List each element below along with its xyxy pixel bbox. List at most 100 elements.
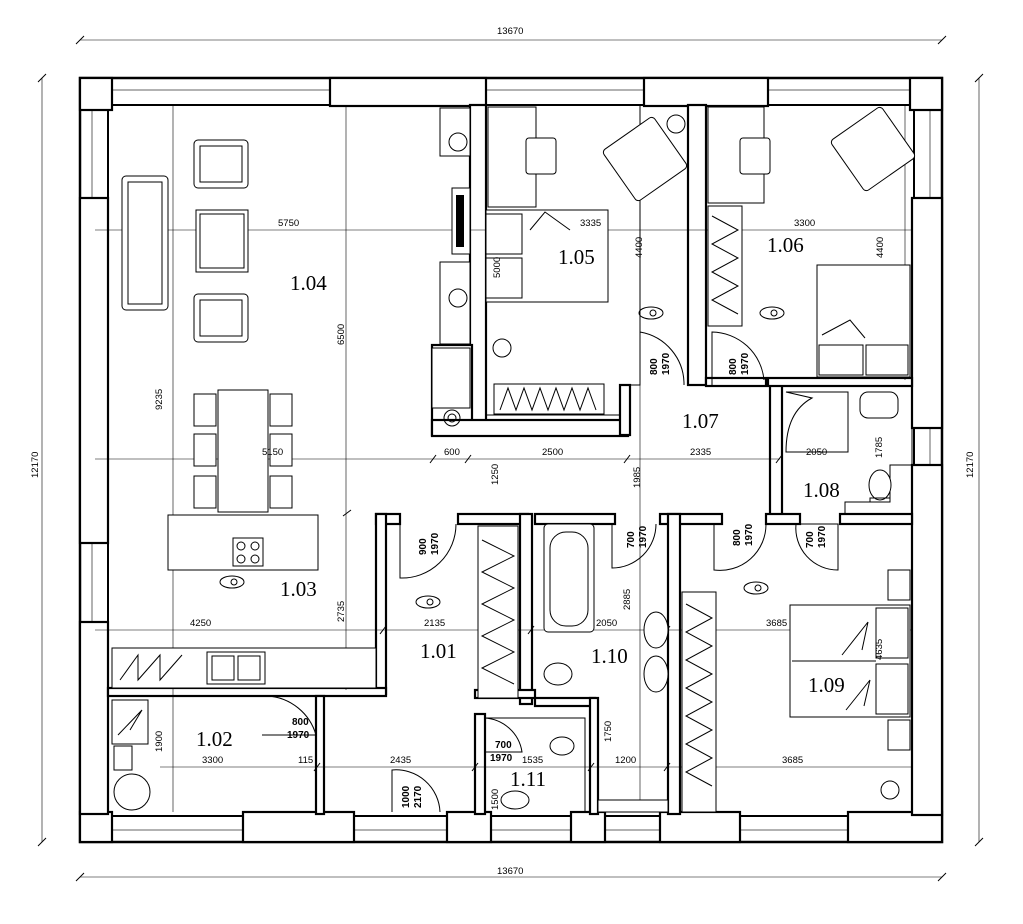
- room-labels: 1.04 1.05 1.06 1.07 1.08 1.03 1.01 1.10 …: [196, 233, 845, 791]
- dimension-labels: 13670 13670 12170 12170 5750 3335 3300 5…: [30, 26, 976, 877]
- light-fixture-icon: [743, 581, 769, 595]
- dim-2335: 2335: [690, 447, 711, 458]
- room-111-label: 1.11: [510, 767, 546, 791]
- door-108b-height: 1970: [817, 525, 828, 548]
- room-103-label: 1.03: [280, 577, 317, 601]
- plant-icon: [880, 780, 900, 800]
- light-fixture-icon: [415, 595, 441, 609]
- bedroom-106-furniture: [707, 106, 916, 378]
- bed-icon: [485, 209, 609, 303]
- dim-3685-b: 3685: [782, 755, 803, 766]
- plant-icon: [448, 288, 468, 308]
- sink-icon: [643, 611, 669, 649]
- dim-5000: 5000: [492, 257, 503, 278]
- chair-icon: [193, 393, 217, 427]
- dim-4400-b: 4400: [875, 237, 886, 258]
- dim-9235: 9235: [154, 389, 165, 410]
- chair-icon: [269, 433, 293, 467]
- room-110-label: 1.10: [591, 644, 628, 668]
- dim-2050-b: 2050: [596, 618, 617, 629]
- door-108a-height: 1970: [744, 523, 755, 546]
- dim-overall-top: 13670: [497, 26, 523, 37]
- dim-1535: 1535: [522, 755, 543, 766]
- room-109-label: 1.09: [808, 673, 845, 697]
- room-105-label: 1.05: [558, 245, 595, 269]
- wardrobe-icon: [707, 205, 743, 327]
- door-swings: [262, 331, 839, 813]
- bedroom-109-furniture: [681, 569, 911, 813]
- door-108b-width: 700: [805, 531, 816, 548]
- chair-icon: [269, 475, 293, 509]
- chair-icon: [525, 137, 557, 175]
- dim-2050-a: 2050: [806, 447, 827, 458]
- sink-icon: [206, 651, 266, 685]
- light-fixture-icon: [219, 575, 245, 589]
- cabinet-icon: [431, 347, 471, 409]
- armchair-icon: [193, 293, 249, 343]
- bedroom-105-furniture: [485, 106, 688, 415]
- toilet-icon: [868, 469, 892, 501]
- toilet-icon: [500, 790, 530, 810]
- dim-3685-a: 3685: [766, 618, 787, 629]
- dim-2435: 2435: [390, 755, 411, 766]
- plant-icon: [492, 338, 512, 358]
- door-106-height: 1970: [740, 352, 751, 375]
- light-fixture-symbols: [219, 306, 785, 609]
- dim-1250: 1250: [490, 464, 501, 485]
- entry-door-width: 1000: [401, 785, 412, 808]
- dim-3300-bottom: 3300: [202, 755, 223, 766]
- dim-5150: 5150: [262, 447, 283, 458]
- door-101-width: 900: [418, 538, 429, 555]
- door-110-width: 700: [626, 531, 637, 548]
- dim-1750: 1750: [603, 721, 614, 742]
- dim-5750: 5750: [278, 218, 299, 229]
- door-105-height: 1970: [661, 352, 672, 375]
- sofa-icon: [121, 175, 169, 311]
- chair-icon: [269, 393, 293, 427]
- nightstand-icon: [887, 719, 911, 751]
- dim-600: 600: [444, 447, 460, 458]
- dim-1200: 1200: [615, 755, 636, 766]
- light-fixture-icon: [638, 306, 664, 320]
- nightstand-icon: [887, 569, 911, 601]
- armchair-icon: [193, 139, 249, 189]
- tv-unit-icon: [439, 107, 471, 157]
- dim-overall-bottom: 13670: [497, 866, 523, 877]
- room-104-label: 1.04: [290, 271, 327, 295]
- sink-icon: [859, 391, 899, 419]
- room-107-label: 1.07: [682, 409, 719, 433]
- sink-icon: [643, 655, 669, 693]
- dim-4400-a: 4400: [634, 237, 645, 258]
- tank-icon: [113, 773, 151, 811]
- dim-2500: 2500: [542, 447, 563, 458]
- dim-6500: 6500: [336, 324, 347, 345]
- wc-111-fixtures: [500, 736, 575, 810]
- chair-icon: [193, 475, 217, 509]
- bathroom-110-fixtures: [543, 523, 669, 813]
- room-106-label: 1.06: [767, 233, 804, 257]
- armchair-icon: [830, 106, 916, 192]
- shower-icon: [785, 391, 849, 453]
- light-fixture-icon: [759, 306, 785, 320]
- living-room-furniture: [111, 107, 471, 689]
- plant-icon: [666, 114, 686, 134]
- dim-overall-left: 12170: [30, 452, 41, 478]
- dim-115: 115: [298, 755, 313, 766]
- dim-4635: 4635: [874, 639, 885, 660]
- dim-3300-top: 3300: [794, 218, 815, 229]
- door-111-width: 700: [495, 740, 512, 751]
- dim-3335: 3335: [580, 218, 601, 229]
- door-101-height: 1970: [430, 532, 441, 555]
- dim-1785: 1785: [874, 437, 885, 458]
- dim-overall-right: 12170: [965, 452, 976, 478]
- door-108a-width: 800: [732, 529, 743, 546]
- exterior-walls: [78, 76, 944, 844]
- desk-icon: [487, 106, 537, 208]
- dim-2735: 2735: [336, 601, 347, 622]
- chair-icon: [193, 433, 217, 467]
- shower-tray-icon: [597, 799, 669, 813]
- dim-1985: 1985: [632, 467, 643, 488]
- dim-1500: 1500: [490, 789, 501, 810]
- dim-1900: 1900: [154, 731, 165, 752]
- armchair-icon: [602, 116, 688, 202]
